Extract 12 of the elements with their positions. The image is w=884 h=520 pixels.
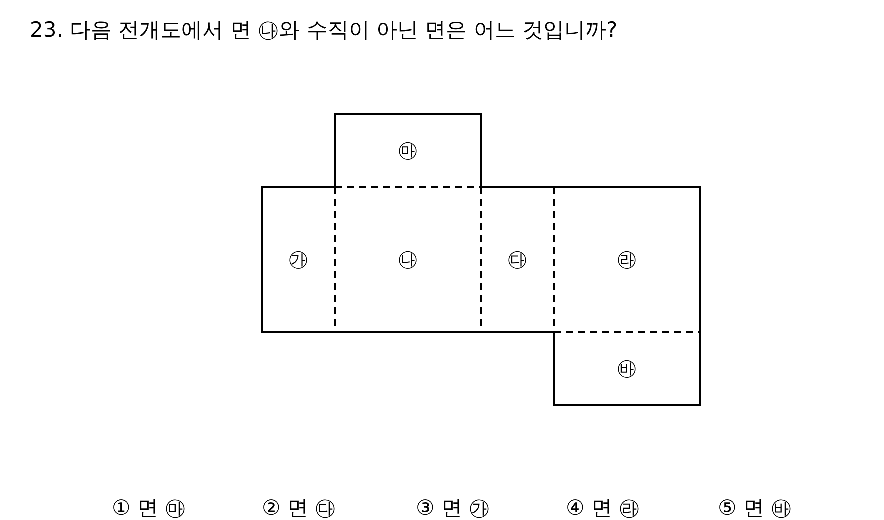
answer-choice: ④ 면 ㉱ [566, 495, 640, 520]
face-label: ㉰ [508, 246, 528, 273]
face-label: ㉱ [617, 246, 637, 273]
face-label: ㉳ [617, 355, 637, 382]
answer-choice: ② 면 ㉰ [262, 495, 336, 520]
answer-choice: ① 면 ㉲ [112, 495, 186, 520]
answer-choice: ⑤ 면 ㉳ [718, 495, 792, 520]
face-label: ㉮ [288, 246, 308, 273]
face-label: ㉲ [398, 137, 418, 164]
question-text: 23. 다음 전개도에서 면 ㉯와 수직이 아닌 면은 어느 것입니까? [30, 17, 618, 44]
face-label: ㉯ [398, 246, 418, 273]
answer-choice: ③ 면 ㉮ [416, 495, 490, 520]
